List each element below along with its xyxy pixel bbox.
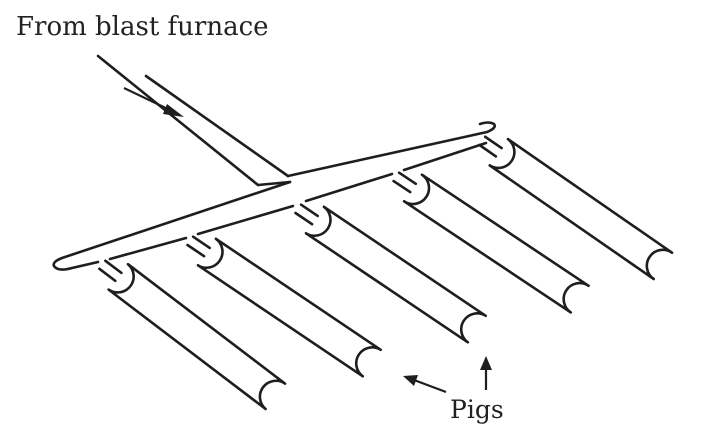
pig-mould xyxy=(294,203,487,344)
pig-body xyxy=(402,173,590,314)
pig-mould xyxy=(186,235,382,378)
pig-body xyxy=(488,137,674,281)
pigs xyxy=(98,135,674,411)
pig-body xyxy=(107,262,287,411)
flow-arrow xyxy=(123,87,184,117)
pig-neck xyxy=(98,259,123,283)
pig-neck xyxy=(186,235,211,258)
pig-neck xyxy=(392,171,418,194)
pigs-pointer-left xyxy=(413,378,447,394)
pig-neck xyxy=(294,203,319,226)
pig-neck xyxy=(478,135,503,158)
pigs-label: Pigs xyxy=(450,395,504,424)
pig-mould xyxy=(98,259,287,411)
pig-body xyxy=(304,205,487,344)
pig-body xyxy=(196,237,382,378)
main-runner xyxy=(52,121,496,271)
pig-mould xyxy=(392,171,590,314)
source-label: From blast furnace xyxy=(16,12,269,42)
inlet-channel xyxy=(96,54,290,187)
pigs-callout: Pigs xyxy=(403,356,504,424)
pig-mould xyxy=(478,135,674,281)
